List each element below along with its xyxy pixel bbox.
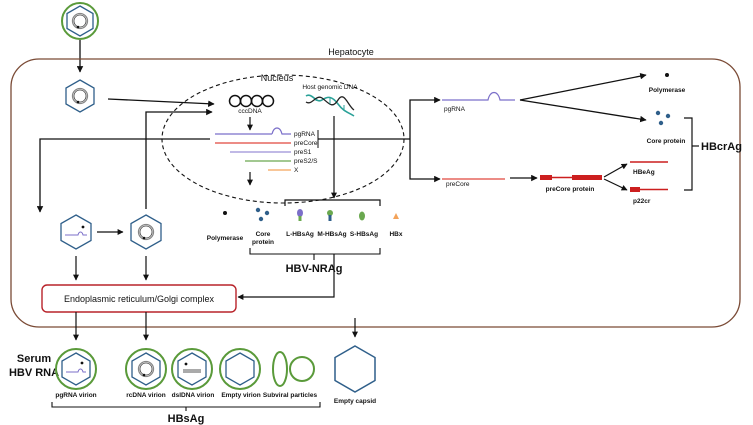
- surface-to-er-arrow: [237, 254, 335, 300]
- transcripts: [215, 127, 291, 171]
- mid-label-core-protein-2: protein: [252, 239, 274, 246]
- precore-to-p22cr-arrow: [603, 178, 628, 191]
- polymerase-right-label: Polymerase: [649, 87, 686, 94]
- hepatocyte-membrane: [10, 58, 741, 328]
- particle-label-empty-capsid: Empty capsid: [334, 398, 376, 405]
- hbeag-label: HBeAg: [633, 169, 655, 176]
- transcript-label-x: X: [294, 167, 299, 174]
- polymerase-dot-icon: [223, 211, 227, 215]
- pgrna-to-encapsidation-arrow: [36, 138, 210, 213]
- serum-hbv-rna-label-1: Serum: [17, 353, 51, 365]
- cccdna-icon: [228, 94, 275, 108]
- transcript-label-pgrna: pgRNA: [294, 131, 316, 138]
- polymerase-right-dot-icon: [665, 73, 669, 77]
- host-dna-helix-icon: [305, 94, 355, 117]
- capsid-to-nucleus-arrow: [107, 98, 215, 107]
- mid-label-core-protein: Core: [256, 231, 271, 238]
- subviral-particles: [272, 351, 315, 387]
- recycling-arrow: [145, 108, 213, 209]
- hbcrag-bracket: [684, 117, 693, 191]
- mid-label-s-hbsag: S-HBsAg: [350, 231, 378, 238]
- er-golgi-box: [41, 284, 237, 313]
- particle-label-rcdna-virion: rcDNA virion: [126, 392, 166, 399]
- core-protein-dots-icon: [255, 207, 270, 222]
- core-protein-right-label: Core protein: [647, 138, 686, 145]
- precore-right-label: preCore: [446, 181, 470, 188]
- hbsag-label: HBsAg: [168, 413, 205, 425]
- host-dna-label: Host genomic DNA: [302, 84, 358, 91]
- hbsag-bracket: [51, 402, 321, 408]
- hepatocyte-label: Hepatocyte: [328, 47, 374, 57]
- hbx-icon: [393, 213, 399, 219]
- pgrna-virion: [55, 348, 97, 390]
- cytoplasm-capsid: [65, 79, 95, 113]
- precore-protein-label: preCore protein: [546, 186, 595, 193]
- transcript-label-pres1: preS1: [294, 149, 312, 156]
- pgrna-export-arrow: [409, 96, 441, 139]
- particle-label-empty-virion: Empty virion: [221, 392, 260, 399]
- dsldna-virion: [171, 348, 213, 390]
- transcript-label-precore: preCore: [294, 140, 318, 147]
- hbv-nrag-bracket: [249, 248, 381, 255]
- mid-label-m-hbsag: M-HBsAg: [317, 231, 346, 238]
- particle-label-subviral: Subviral particles: [263, 392, 318, 399]
- cccdna-label: cccDNA: [238, 108, 262, 115]
- pgrna-capsid: [60, 214, 92, 250]
- pgrna-right-icon: [442, 91, 515, 101]
- m-hbsag-icon: [327, 210, 333, 221]
- p22cr-icon: [630, 187, 668, 192]
- precore-protein-icon: [540, 175, 602, 180]
- s-hbsag-icon: [359, 211, 365, 221]
- mid-label-polymerase: Polymerase: [207, 235, 244, 242]
- hbsag-forms-bracket: [284, 199, 381, 206]
- transcript-label-pres2s: preS2/S: [294, 158, 318, 165]
- pgrna-to-core-arrow: [519, 99, 647, 123]
- rcdna-virion: [125, 348, 167, 390]
- hbcrag-label: HBcrAg: [701, 141, 742, 153]
- empty-virion: [219, 348, 261, 390]
- p22cr-label: p22cr: [633, 198, 651, 205]
- hbv-nrag-label: HBV-NRAg: [286, 263, 343, 275]
- empty-capsid: [334, 345, 376, 393]
- l-hbsag-icon: [297, 209, 303, 221]
- nucleus-label: Nucleus: [261, 73, 294, 83]
- serum-hbv-rna-label-2: HBV RNA: [9, 367, 59, 379]
- rcdna-capsid: [130, 214, 162, 250]
- pgrna-to-polymerase-arrow: [519, 72, 647, 101]
- particle-label-dsldna-virion: dslDNA virion: [172, 392, 215, 399]
- particle-label-pgrna-virion: pgRNA virion: [55, 392, 96, 399]
- mid-label-l-hbsag: L-HBsAg: [286, 231, 314, 238]
- er-golgi-label: Endoplasmic reticulum/Golgi complex: [64, 294, 215, 304]
- incoming-virion: [61, 2, 99, 40]
- mid-label-hbx: HBx: [389, 231, 402, 238]
- precore-to-hbeag-arrow: [603, 163, 628, 178]
- core-protein-right-dots-icon: [655, 110, 671, 126]
- precore-export-arrow: [409, 139, 441, 183]
- pgrna-right-label: pgRNA: [444, 106, 466, 113]
